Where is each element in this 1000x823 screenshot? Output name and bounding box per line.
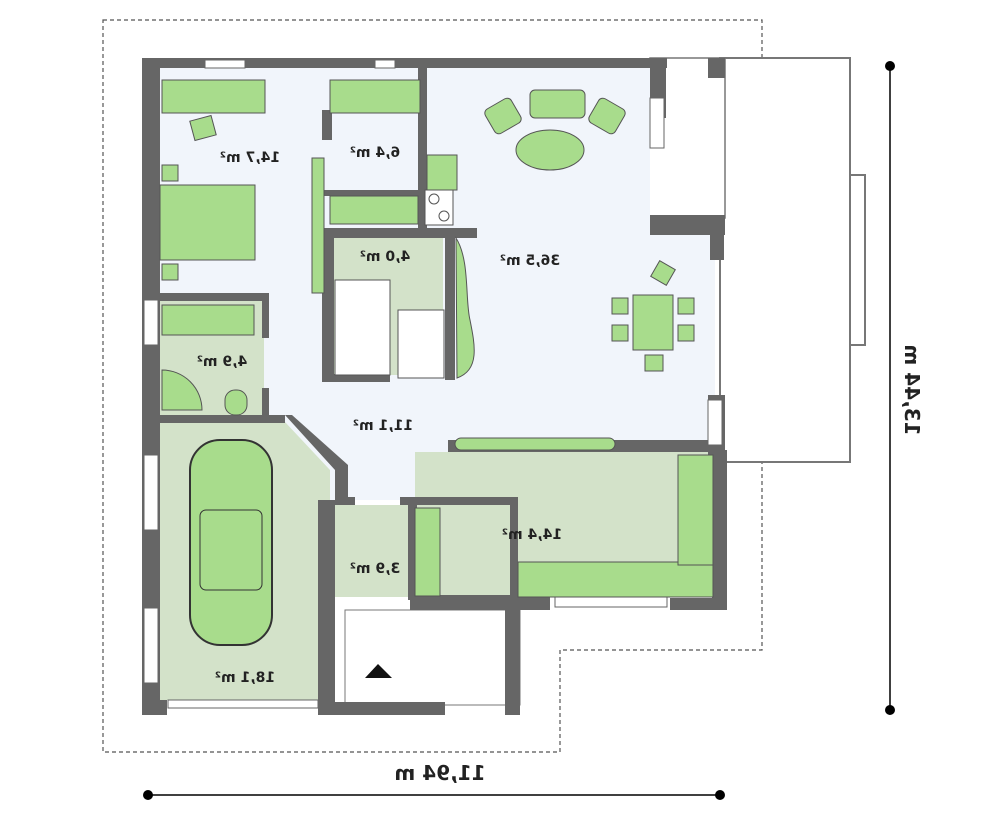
dimension-width: 11,94 m (143, 761, 725, 800)
dimension-width-label: 11,94 m (394, 761, 485, 785)
room-area-garage: 18,1 m² (215, 670, 275, 686)
room-area-bedroom: 14,7 m² (220, 150, 280, 166)
terrace-step (849, 174, 866, 346)
room-area-pantry: 4,0 m² (360, 249, 410, 265)
room-area-living-room: 36,5 m² (500, 253, 560, 269)
room-area-vestibule: 3,9 m² (350, 561, 400, 577)
floor-vestibule (335, 505, 415, 597)
terrace (719, 57, 851, 463)
stove-icon (424, 189, 454, 226)
room-labels: 14,7 m² 6,4 m² 4,0 m² 36,5 m² 4,9 m² 11,… (197, 145, 562, 686)
room-area-bathroom: 4,9 m² (197, 354, 247, 370)
room-area-kitchen: 14,4 m² (502, 527, 562, 543)
dimension-depth: 13,44 m (885, 61, 924, 715)
dimension-depth-label: 13,44 m (900, 344, 924, 435)
floor-entrance (344, 609, 521, 706)
stairs (334, 279, 391, 376)
room-area-wardrobe: 6,4 m² (350, 145, 400, 161)
entrance-arrow-icon (365, 664, 392, 678)
walls (142, 58, 727, 715)
room-area-hall: 11,1 m² (353, 418, 413, 434)
furniture (159, 79, 714, 678)
plot-outline (102, 19, 763, 753)
windows (143, 59, 723, 709)
